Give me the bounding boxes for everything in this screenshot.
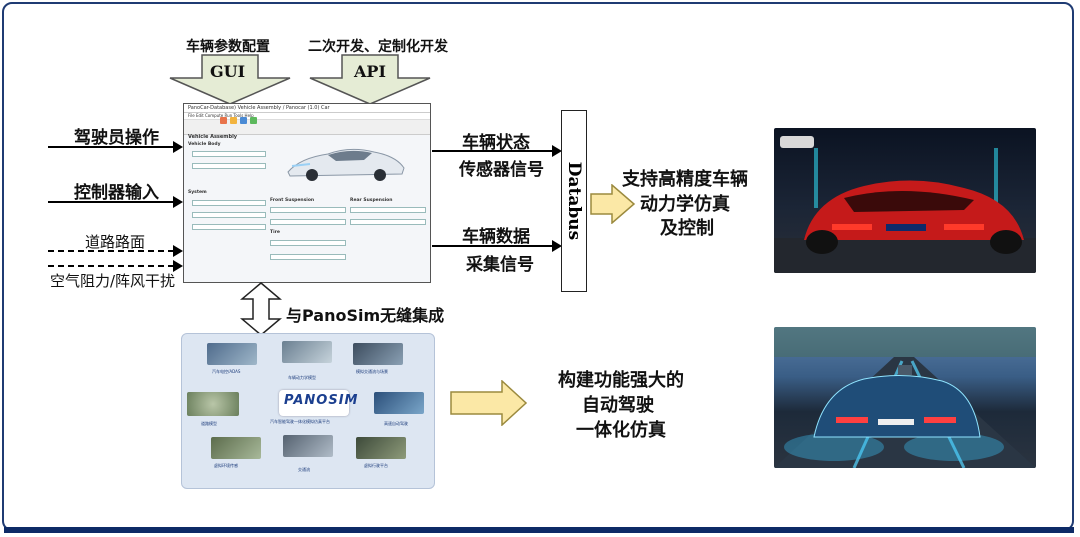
thumb-highway <box>374 392 424 414</box>
vehicle-body-label: Vehicle Body <box>188 142 221 147</box>
driver-input-line <box>48 146 174 148</box>
driver-arrowhead <box>173 141 183 153</box>
window-menubar: File Edit Compute Run Tools Help <box>184 113 430 120</box>
caption-adas: 汽车电控/ADAS <box>212 369 241 374</box>
autonomous-line-3: 一体化仿真 <box>576 420 666 441</box>
vehicle-data-label: 车辆数据 <box>462 227 530 247</box>
wind-input-label: 空气阻力/阵风干扰 <box>50 272 176 290</box>
capability-line-3: 及控制 <box>660 218 714 239</box>
steering-field <box>192 224 266 230</box>
thumb-adas <box>207 343 257 365</box>
window-title: PanoCar-Database) Vehicle Assembly / Pan… <box>184 104 430 113</box>
thumb-driving-platform <box>356 437 406 459</box>
api-down-arrow <box>309 54 431 105</box>
caption-traffic-scene: 模拟交通流与场景 <box>356 369 388 374</box>
autonomous-car-photo <box>774 327 1036 468</box>
gui-caption: 车辆参数配置 <box>186 39 270 55</box>
toolbar-icon-1 <box>220 117 227 124</box>
front-susp-field-1 <box>270 207 346 213</box>
capability-line-2: 动力学仿真 <box>640 194 730 215</box>
vehicle-state-line <box>432 150 553 152</box>
controller-input-line <box>48 201 174 203</box>
vehicle-data-line <box>432 245 553 247</box>
rear-suspension-label: Rear Suspension <box>350 198 393 203</box>
api-label: API <box>354 62 386 81</box>
integration-double-arrow <box>240 282 282 336</box>
state-arrowhead <box>552 145 562 157</box>
rear-susp-field-2 <box>350 219 426 225</box>
aero-field <box>192 163 266 169</box>
databus-right-arrow <box>590 184 636 224</box>
controller-arrowhead <box>173 196 183 208</box>
gui-label: GUI <box>210 62 246 81</box>
vehicle-state-label: 车辆状态 <box>462 133 530 153</box>
capability-line-1: 支持高精度车辆 <box>622 169 748 190</box>
caption-driving-platform: 虚拟行驶平台 <box>364 463 388 468</box>
caption-road: 道路模型 <box>201 421 217 426</box>
autonomous-line-2: 自动驾驶 <box>582 395 654 416</box>
data-arrowhead <box>552 240 562 252</box>
road-input-label: 道路路面 <box>85 233 146 251</box>
thumb-traffic-scene <box>353 343 403 365</box>
window-car-render <box>287 148 405 181</box>
gui-down-arrow <box>169 54 291 105</box>
caption-traffic-flow: 交通流 <box>298 467 310 472</box>
integration-label: 与PanoSim无缝集成 <box>286 306 445 325</box>
toolbar-icon-2 <box>230 117 237 124</box>
brake-field <box>192 212 266 218</box>
controller-input-label: 控制器输入 <box>74 183 159 203</box>
thumb-sensor <box>211 437 261 459</box>
driver-input-label: 驾驶员操作 <box>74 128 159 148</box>
thumb-road <box>187 392 239 416</box>
body-field <box>192 151 266 157</box>
window-heading: Vehicle Assembly <box>188 134 238 140</box>
road-input-line <box>48 250 174 252</box>
frame-bottom-bar <box>4 527 1074 533</box>
road-arrowhead <box>173 245 183 257</box>
caption-highway: 高速自动驾驶 <box>384 421 408 426</box>
front-suspension-label: Front Suspension <box>270 198 315 203</box>
caption-dynamics: 车辆动力学模型 <box>288 375 316 380</box>
front-susp-field-2 <box>270 219 346 225</box>
sensor-signal-label: 传感器信号 <box>459 160 544 180</box>
thumb-dynamics <box>282 341 332 363</box>
tire-field-1 <box>270 240 346 246</box>
toolbar-icon-3 <box>240 117 247 124</box>
panosim-logo-subtitle: 汽车智能驾驶一体化模拟仿真平台 <box>270 419 330 424</box>
tire-field-2 <box>270 254 346 260</box>
panosim-logo-box <box>279 390 349 416</box>
panosim-right-arrow <box>450 380 528 426</box>
red-car-photo <box>774 128 1036 273</box>
toolbar-icon-4 <box>250 117 257 124</box>
thumb-traffic-flow <box>283 435 333 457</box>
databus-label: Databus <box>564 161 584 241</box>
databus-box <box>561 110 587 292</box>
api-caption: 二次开发、定制化开发 <box>308 39 448 55</box>
wind-input-line <box>48 265 174 267</box>
autonomous-line-1: 构建功能强大的 <box>558 370 684 391</box>
collect-signal-label: 采集信号 <box>466 255 534 275</box>
rear-susp-field-1 <box>350 207 426 213</box>
caption-sensor: 虚拟环境传感 <box>214 463 238 468</box>
tire-label: Tire <box>270 230 280 235</box>
systems-label: System <box>188 190 207 195</box>
panosim-logo: PANOSIM <box>284 393 359 408</box>
vehicle-assembly-window: PanoCar-Database) Vehicle Assembly / Pan… <box>183 103 431 283</box>
wind-arrowhead <box>173 260 183 272</box>
powertrain-field <box>192 200 266 206</box>
